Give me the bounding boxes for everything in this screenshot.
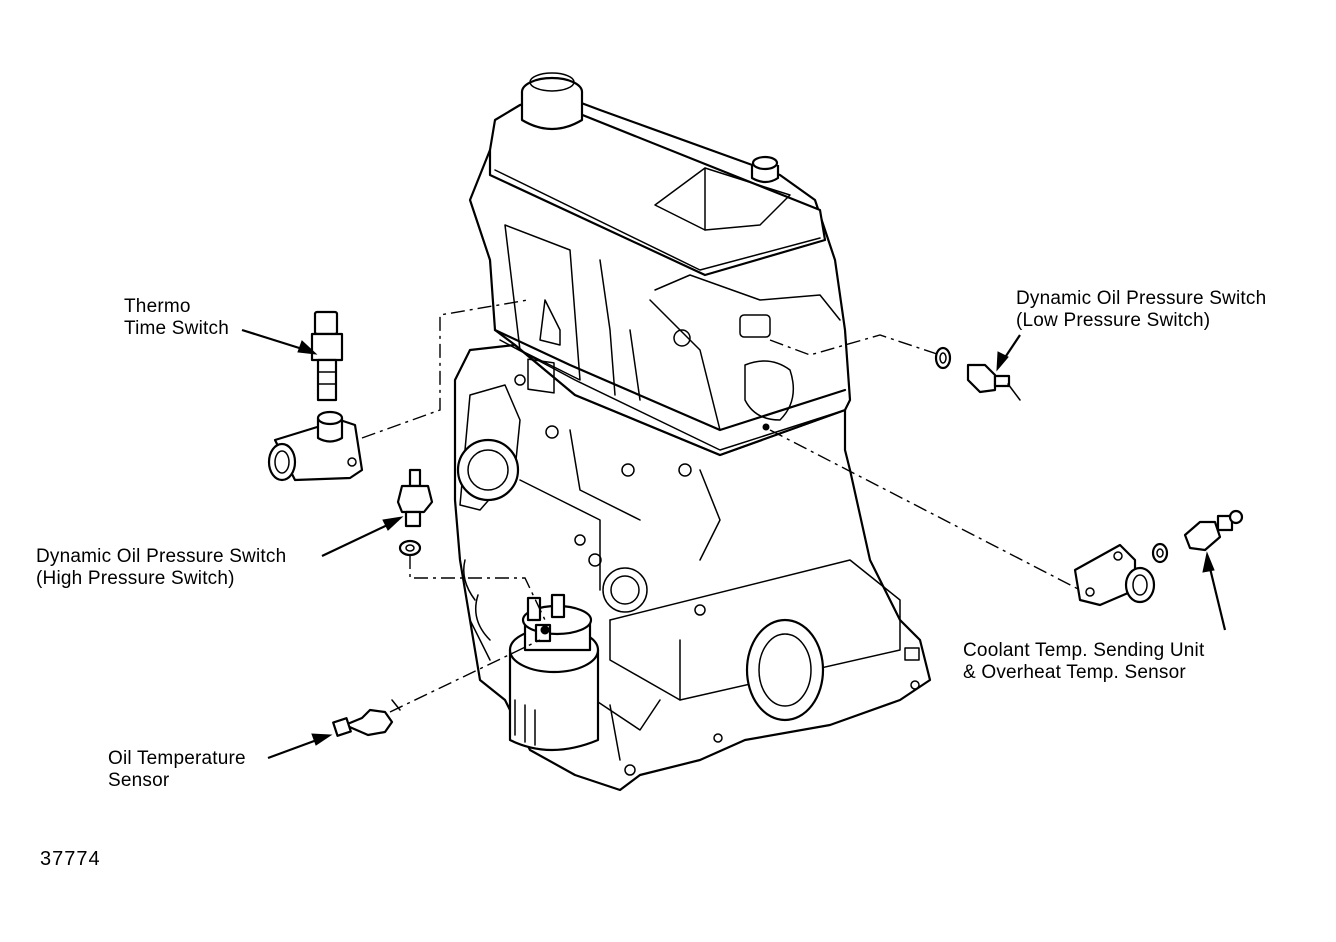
- label-oil-temp-sensor: Oil Temperature Sensor: [108, 748, 246, 792]
- label-oil-temp-sensor-line2: Sensor: [108, 770, 170, 791]
- high-pressure-switch-part: [396, 468, 434, 557]
- label-thermo-time-switch-line1: Thermo: [124, 296, 191, 317]
- coolant-housing-left: [267, 410, 364, 482]
- label-oil-pressure-high: Dynamic Oil Pressure Switch (High Pressu…: [36, 546, 286, 590]
- leader-lines: [361, 299, 1081, 713]
- label-oil-pressure-high-line2: (High Pressure Switch): [36, 568, 235, 589]
- label-oil-pressure-high-line1: Dynamic Oil Pressure Switch: [36, 546, 287, 567]
- figure-number: 37774: [40, 848, 101, 870]
- oil-temp-sensor-part: [332, 699, 401, 737]
- coolant-housing-right: [1073, 542, 1169, 607]
- label-coolant-temp: Coolant Temp. Sending Unit & Overheat Te…: [963, 640, 1204, 684]
- label-coolant-temp-line1: Coolant Temp. Sending Unit: [963, 640, 1205, 661]
- callout-arrows: [241, 328, 1227, 760]
- label-coolant-temp-line2: & Overheat Temp. Sensor: [963, 662, 1186, 683]
- coolant-sending-unit-part: [1183, 509, 1244, 552]
- label-oil-pressure-low: Dynamic Oil Pressure Switch (Low Pressur…: [1016, 288, 1266, 332]
- low-pressure-switch-part: [934, 346, 1021, 401]
- oil-filter: [508, 593, 600, 752]
- label-oil-temp-sensor-line1: Oil Temperature: [108, 748, 246, 769]
- label-oil-pressure-low-line2: (Low Pressure Switch): [1016, 310, 1211, 331]
- label-thermo-time-switch: Thermo Time Switch: [124, 296, 229, 340]
- label-oil-pressure-low-line1: Dynamic Oil Pressure Switch: [1016, 288, 1267, 309]
- label-thermo-time-switch-line2: Time Switch: [124, 318, 229, 339]
- thermo-time-switch-part: [310, 310, 344, 402]
